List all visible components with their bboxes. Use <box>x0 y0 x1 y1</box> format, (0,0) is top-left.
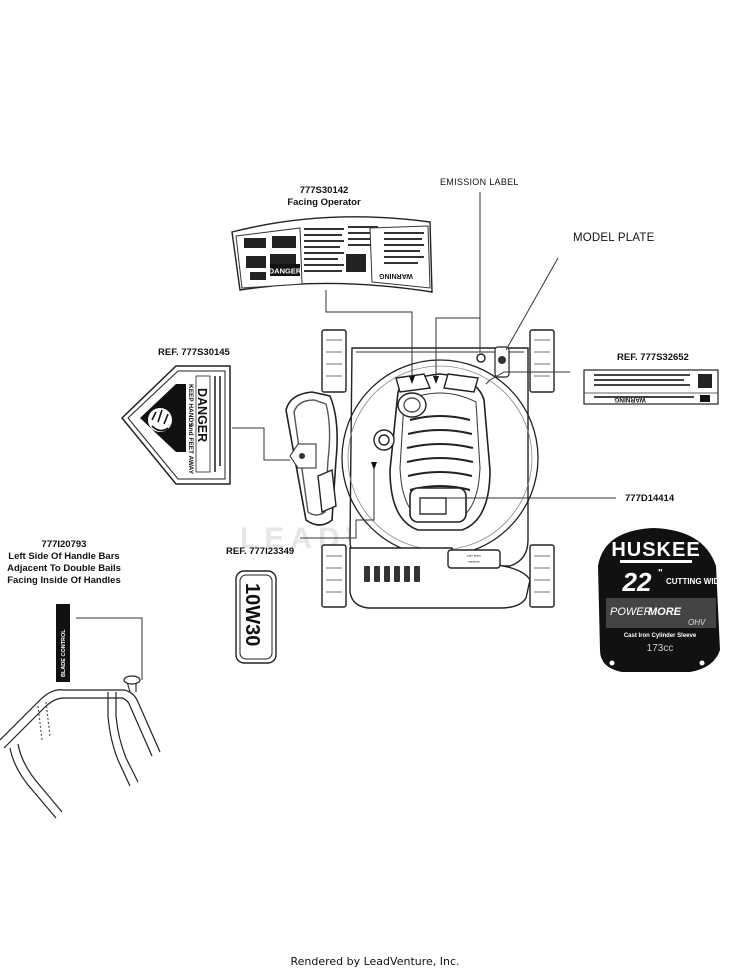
svg-text:▪▪▪▪▪▪▪▪: ▪▪▪▪▪▪▪▪ <box>468 559 480 564</box>
brand-name: HUSKEE <box>611 539 700 561</box>
brand-displacement: 173cc <box>647 643 674 654</box>
operator-decal: DANGER WARNING <box>231 216 433 293</box>
callout-handle-line2: Adjacent To Double Bails <box>7 563 121 574</box>
danger-decal: DANGER KEEP HANDS and FEET AWAY <box>120 365 231 485</box>
callout-handle-line1: Left Side Of Handle Bars <box>8 551 120 562</box>
blade-control-text: BLADE CONTROL <box>61 629 67 677</box>
warning-decal: WARNING <box>583 369 719 405</box>
oil-text: 10W30 <box>241 583 263 646</box>
emission-leader-2 <box>435 317 480 380</box>
callout-warning-ref: REF. 777S32652 <box>617 352 689 363</box>
leader-lines <box>76 192 616 680</box>
brand-decal: HUSKEE 22 " CUTTING WIDTH POWER MORE OHV… <box>598 528 730 672</box>
callout-oil-ref: REF. 777I23349 <box>226 546 295 557</box>
warning-text: WARNING <box>614 396 645 403</box>
callout-operator-note: Facing Operator <box>287 197 361 208</box>
callout-model-plate: MODEL PLATE <box>573 232 655 244</box>
handle-bars <box>0 675 161 819</box>
operator-warning-text: WARNING <box>379 272 413 279</box>
callout-handle-part: 777I20793 <box>41 539 87 550</box>
danger-line2: and FEET AWAY <box>187 424 194 475</box>
brand-size: 22 <box>622 567 652 597</box>
brand-sleeve: Cast Iron Cylinder Sleeve <box>624 633 697 639</box>
callout-handle-line3: Facing Inside Of Handles <box>7 575 121 586</box>
callout-operator-part: 777S30142 <box>299 185 349 196</box>
footer-credit: Rendered by LeadVenture, Inc. <box>290 955 460 968</box>
callout-operator: 777S30142 Facing Operator <box>264 185 384 209</box>
brand-cutting-width: CUTTING WIDTH <box>666 577 730 586</box>
callout-danger-ref: REF. 777S30145 <box>158 347 230 358</box>
svg-text:▪▪▪▪ ▪▪▪▪▪: ▪▪▪▪ ▪▪▪▪▪ <box>467 553 481 558</box>
danger-line1: KEEP HANDS <box>187 384 194 427</box>
oil-decal: 10W30 <box>235 570 277 664</box>
callout-handle: 777I20793 Left Side Of Handle Bars Adjac… <box>0 539 128 587</box>
danger-title: DANGER <box>195 388 209 442</box>
blade-control-decal: BLADE CONTROL <box>56 604 70 682</box>
brand-size-unit: " <box>658 568 663 579</box>
mower-deck: ▪▪▪▪ ▪▪▪▪▪ ▪▪▪▪▪▪▪▪ <box>285 329 555 609</box>
brand-engine-a: POWER <box>610 606 652 618</box>
brand-engine-b: MORE <box>648 606 682 618</box>
operator-danger-text: DANGER <box>269 267 302 276</box>
brand-engine-c: OHV <box>688 618 706 627</box>
callout-brand-label: 777D14414 <box>625 493 675 504</box>
callout-emission: EMISSION LABEL <box>440 177 519 187</box>
